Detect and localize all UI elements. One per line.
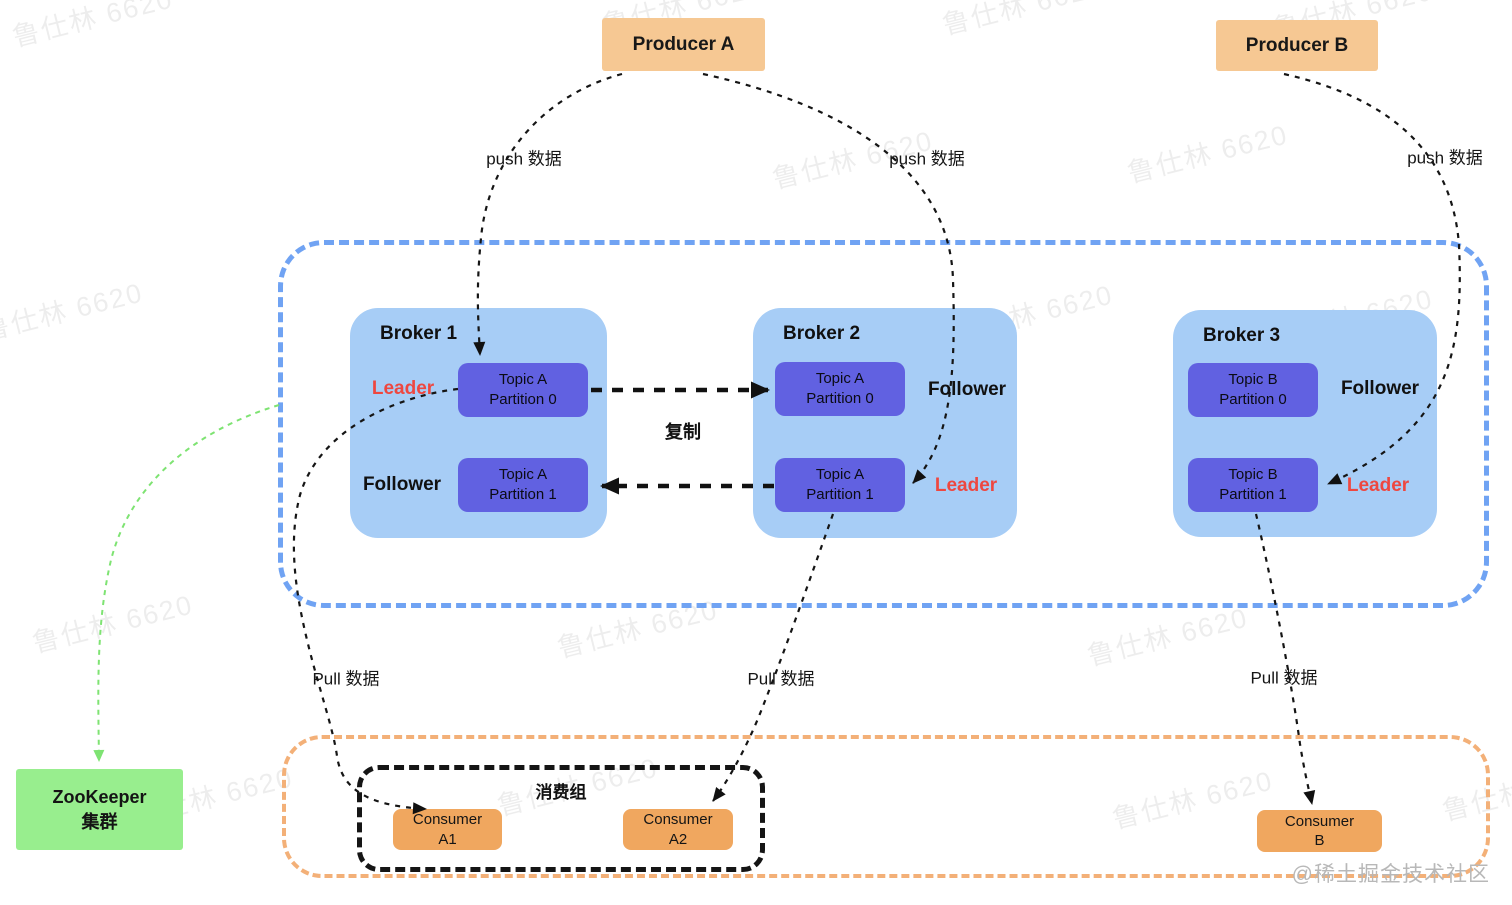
zookeeper-line2: 集群 (81, 811, 118, 832)
partition-line2: Partition 1 (1219, 486, 1287, 503)
author-watermark: 鲁仕林 6620 (939, 0, 1107, 41)
zookeeper-link-line (93, 404, 280, 762)
push-data-label-producer-a-broker2: push 数据 (889, 149, 965, 169)
consumer-line2: B (1314, 832, 1325, 849)
broker-3-title: Broker 3 (1203, 325, 1281, 346)
broker-1-topic-a-partition-1: Topic A Partition 1 (458, 458, 588, 512)
replication-label: 复制 (665, 422, 701, 442)
author-watermark: 鲁仕林 6620 (29, 589, 197, 659)
broker-1-follower-label: Follower (362, 474, 442, 495)
broker-2-follower-label: Follower (927, 379, 1007, 400)
broker-3-leader-label: Leader (1346, 475, 1410, 496)
consumer-line1: Consumer (643, 811, 713, 828)
zookeeper-line1: ZooKeeper (52, 787, 147, 808)
partition-line1: Topic B (1228, 370, 1278, 388)
author-watermark: 鲁仕林 6620 (0, 277, 147, 347)
broker-2-box: Broker 2 Topic A Partition 0 Follower To… (753, 308, 1017, 538)
consumer-line2: A1 (438, 830, 457, 848)
author-watermark: 鲁仕林 6620 (9, 0, 177, 53)
consumer-a2-box: Consumer A2 (623, 809, 733, 850)
partition-line2: Partition 0 (489, 391, 557, 408)
push-data-label-producer-b-broker3: push 数据 (1407, 148, 1483, 168)
pull-data-label-consumer-a2: Pull 数据 (747, 669, 815, 689)
broker-2-title: Broker 2 (783, 323, 861, 344)
partition-line1: Topic B (1228, 465, 1278, 483)
producer-b-box: Producer B (1216, 20, 1378, 71)
broker-3-topic-b-partition-0: Topic B Partition 0 (1188, 363, 1318, 417)
consumer-line2: A2 (668, 830, 688, 848)
partition-line2: Partition 0 (1219, 391, 1287, 408)
broker-1-title: Broker 1 (380, 323, 458, 344)
broker-2-topic-a-partition-1: Topic A Partition 1 (775, 458, 905, 512)
pull-data-label-consumer-a1: Pull 数据 (312, 669, 380, 689)
pull-data-label-consumer-b: Pull 数据 (1250, 668, 1318, 688)
broker-1-box: Broker 1 Leader Topic A Partition 0 Foll… (350, 308, 607, 538)
author-watermark: 鲁仕林 6620 (1124, 119, 1292, 189)
partition-line1: Topic A (498, 370, 548, 388)
partition-line1: Topic A (815, 465, 865, 483)
consumer-line1: Consumer (1284, 812, 1355, 830)
broker-2-leader-label: Leader (934, 475, 998, 496)
partition-line1: Topic A (498, 465, 548, 483)
broker-3-topic-b-partition-1: Topic B Partition 1 (1188, 458, 1318, 512)
partition-line2: Partition 1 (489, 486, 557, 503)
consumer-a1-box: Consumer A1 (393, 809, 502, 850)
juejin-credit-watermark: @稀土掘金技术社区 (1291, 863, 1490, 886)
partition-line2: Partition 0 (806, 390, 874, 407)
broker-2-topic-a-partition-0: Topic A Partition 0 (775, 362, 905, 416)
zookeeper-cluster-box: ZooKeeper 集群 (16, 769, 183, 850)
broker-3-follower-label: Follower (1340, 378, 1420, 399)
broker-1-topic-a-partition-0: Topic A Partition 0 (458, 363, 588, 417)
push-data-label-producer-a-broker1: push 数据 (486, 149, 562, 169)
broker-1-leader-label: Leader (371, 378, 435, 399)
partition-line2: Partition 1 (806, 486, 874, 503)
partition-line1: Topic A (815, 369, 865, 387)
consumer-group-title: 消费组 (535, 783, 587, 802)
consumer-line1: Consumer (412, 811, 483, 828)
consumer-area-boundary (282, 735, 1490, 878)
consumer-b-box: Consumer B (1257, 810, 1382, 852)
broker-3-box: Broker 3 Topic B Partition 0 Follower To… (1173, 310, 1437, 537)
producer-a-box: Producer A (602, 18, 765, 71)
consumer-group-box (357, 765, 765, 872)
